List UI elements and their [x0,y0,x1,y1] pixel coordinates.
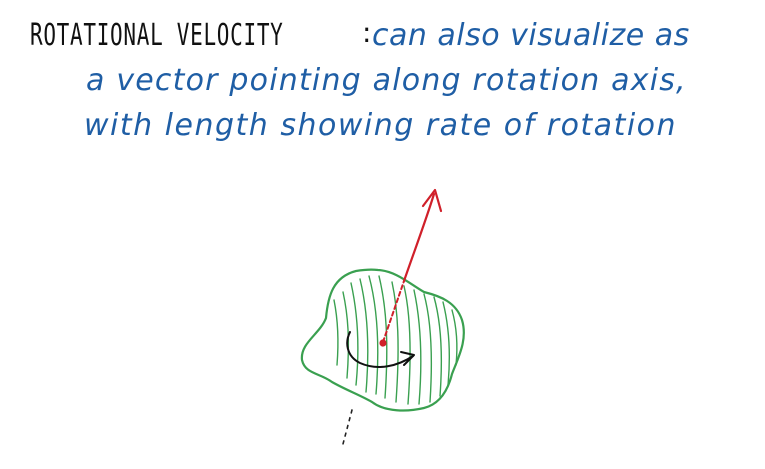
rotation-axis-dotted [342,409,353,445]
description-line-1: can also visualize as [372,18,690,53]
vector-arrowhead [421,188,443,213]
rotation-center-dot [379,339,387,347]
angular-velocity-vector-inside [382,280,405,343]
description-line-2: a vector pointing along rotation axis, [86,63,687,98]
term-heading: ROTATIONAL VELOCITY [30,18,284,53]
rotation-direction-arrow [346,331,414,368]
note-line-1: ROTATIONAL VELOCITY : can also visualize… [30,16,689,53]
separator: : [362,16,373,49]
rotation-arrowhead [400,351,415,366]
angular-velocity-vector [402,192,436,283]
body-hatching [333,275,458,405]
description-line-3: with length showing rate of rotation [84,108,678,143]
rigid-body-outline [300,268,465,412]
